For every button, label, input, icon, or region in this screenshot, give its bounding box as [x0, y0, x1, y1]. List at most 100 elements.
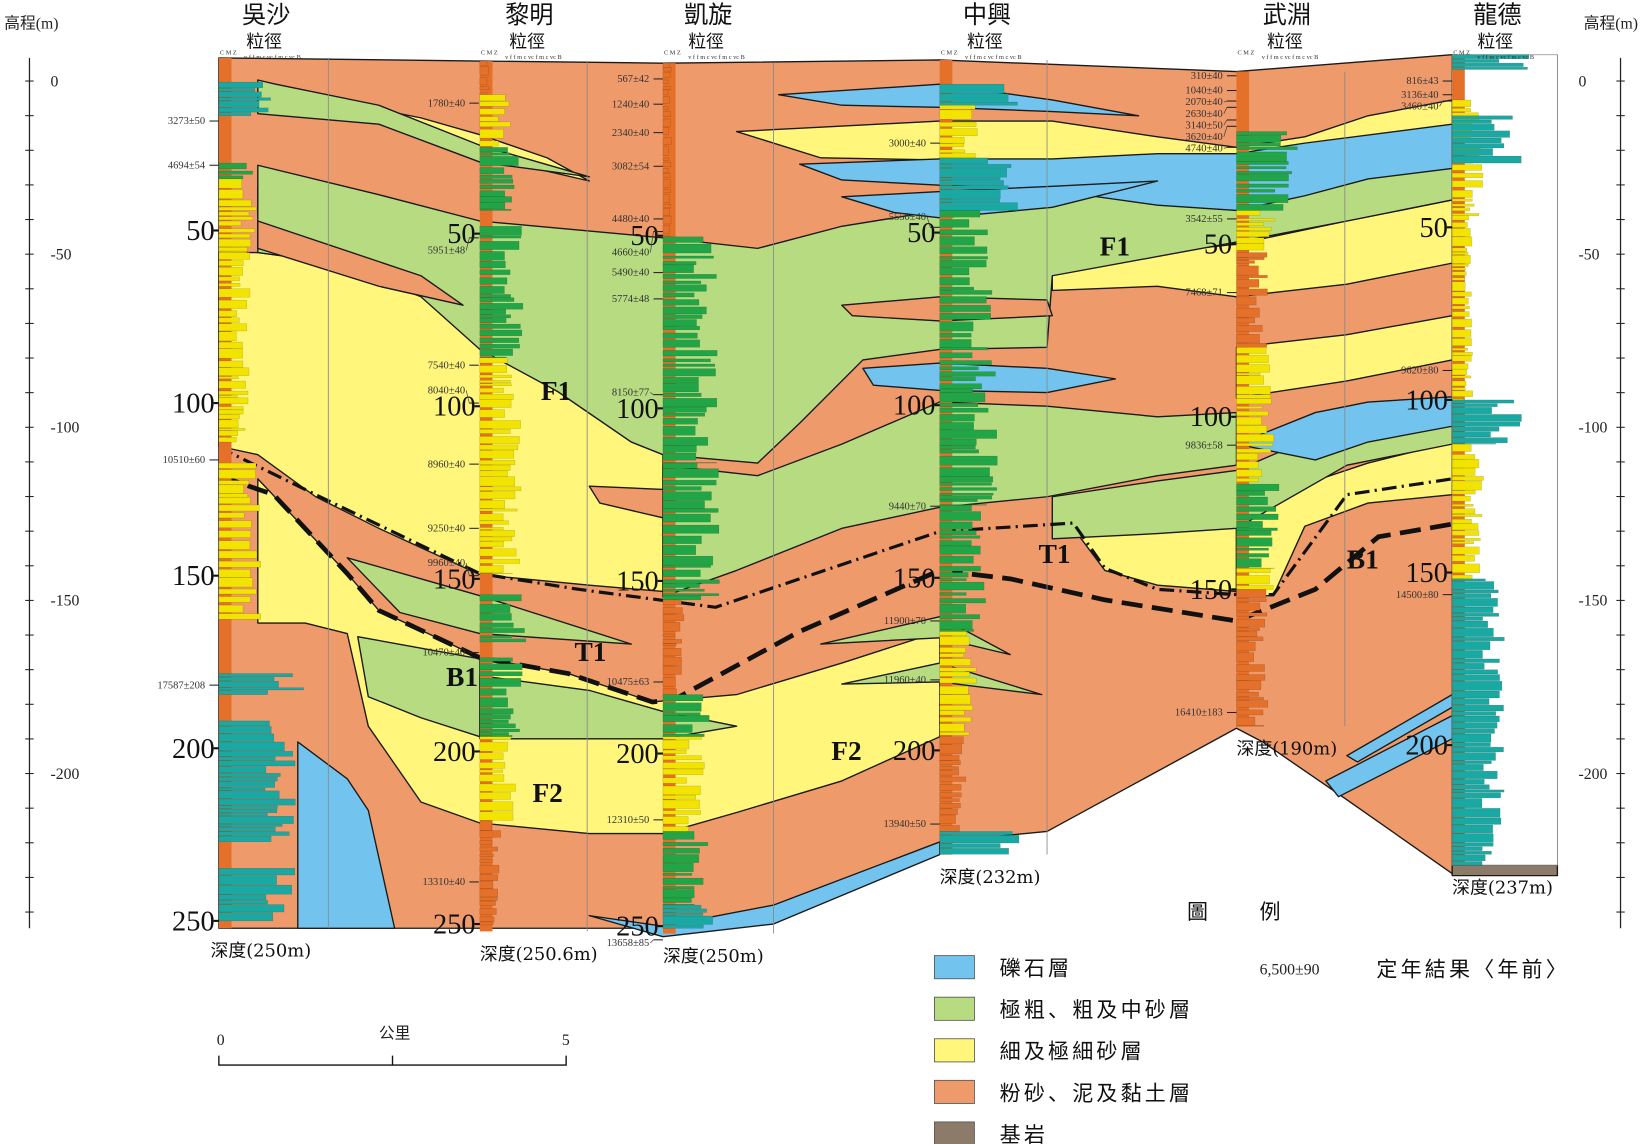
grain-size-bar [1451, 271, 1467, 276]
grain-size-bar [218, 276, 240, 282]
gravel-body [297, 741, 396, 929]
grain-size-bar [662, 462, 698, 469]
grain-size-bar [1451, 546, 1480, 555]
grain-size-bar [939, 647, 966, 653]
age-leader-line [1439, 100, 1444, 107]
grain-size-bar [1451, 399, 1515, 404]
grain-size-bar [218, 673, 293, 678]
grain-size-bar [218, 677, 275, 681]
grain-size-bar [939, 848, 1009, 855]
grain-size-bar [662, 535, 702, 544]
legend-label: 細及極細砂層 [1000, 1039, 1145, 1064]
grain-size-bar [218, 189, 244, 199]
grain-size-bar [662, 733, 705, 737]
grain-size-bar [939, 566, 981, 572]
grain-size-bar [479, 128, 504, 139]
grain-size-bar [1451, 380, 1467, 387]
grain-size-bar [218, 835, 272, 842]
grain-size-bar [939, 83, 1005, 94]
grain-size-bar [479, 638, 527, 643]
grain-size-bar [939, 476, 994, 483]
grain-size-bar [1236, 506, 1277, 512]
grain-size-bar [939, 802, 961, 809]
grain-size-bar [939, 667, 977, 672]
grain-size-bar [939, 157, 989, 164]
scale-codes: C M Z [1238, 50, 1255, 57]
grain-size-bar [1236, 652, 1255, 662]
grain-size-bar [479, 736, 512, 740]
total-depth-label: 深度(250.6m) [480, 944, 598, 965]
grain-size-bar [479, 613, 512, 621]
grain-size-bar [1451, 746, 1504, 753]
grain-size-bar [218, 376, 239, 380]
age-label: 3082±54 [612, 161, 650, 172]
grain-codes: v f f m c vc f m c vc B [1262, 54, 1319, 61]
grain-size-bar [1236, 166, 1287, 170]
grain-size-bar [662, 545, 696, 555]
grain-size-bar [218, 687, 304, 691]
grain-size-bar [662, 189, 672, 193]
grain-size-bar [662, 826, 689, 832]
grain-size-bar [662, 157, 670, 161]
grain-size-bar [939, 177, 1001, 181]
grain-size-bar [218, 484, 244, 494]
grain-size-bar [1451, 363, 1469, 370]
elevation-axes: 高程(m) 高程(m) 0-50-100-150-2000-50-100-150… [4, 14, 1638, 929]
grain-size-bar [1451, 589, 1499, 594]
grain-size-bar [1236, 317, 1256, 324]
grain-size-heading: 粒徑 [688, 31, 724, 52]
legend-swatch-coarse_sand [934, 996, 975, 1021]
grain-size-bar [1451, 407, 1492, 415]
grain-size-bar [939, 402, 979, 407]
depth-label: 200 [1405, 731, 1448, 762]
grain-size-bar [218, 798, 296, 806]
grain-size-bar [662, 418, 698, 425]
grain-size-bar [1451, 311, 1470, 317]
grain-size-bar [662, 688, 677, 695]
grain-size-bar [662, 749, 687, 754]
grain-size-bar [479, 202, 506, 210]
age-label: 10475±63 [607, 677, 650, 688]
grain-size-bar [662, 513, 711, 523]
grain-size-bar [479, 174, 513, 179]
grain-size-bar [1451, 578, 1486, 582]
grain-size-bar [1236, 700, 1269, 708]
grain-size-bar [218, 367, 250, 376]
grain-size-bar [662, 274, 717, 279]
grain-size-bar [1236, 334, 1260, 344]
grain-size-bar [939, 653, 964, 658]
grain-size-bar [939, 694, 971, 705]
grain-size-bar [1451, 680, 1503, 691]
grain-size-bar [662, 715, 710, 722]
grain-size-bar [1236, 135, 1282, 143]
grain-size-bar [479, 383, 512, 387]
grain-size-bar [218, 875, 277, 885]
grain-size-bar [662, 261, 697, 266]
grain-size-bar [1236, 553, 1270, 558]
grain-size-bar [479, 635, 513, 639]
unit-label-f2: F2 [831, 736, 861, 766]
grain-size-bar [1236, 210, 1261, 216]
grain-size-bar [1451, 616, 1483, 621]
grain-size-heading: 粒徑 [1267, 31, 1303, 52]
grain-size-bar [1451, 846, 1483, 851]
legend: 圖 例 6,500±90 定年結果〈年前〉 礫石層極粗、粗及中砂層細及極細砂層粉… [934, 899, 1567, 1144]
grain-size-bar [662, 264, 694, 274]
grain-size-bar [939, 467, 990, 477]
grain-size-bar [662, 319, 697, 327]
grain-size-bar [662, 633, 676, 637]
grain-size-bar [939, 256, 988, 260]
grain-size-bar [939, 246, 988, 254]
grain-size-bar [939, 798, 960, 802]
grain-size-bar [218, 206, 257, 211]
grain-size-bar [939, 360, 992, 366]
grain-size-bar [1451, 137, 1502, 144]
grain-size-bar [479, 348, 513, 356]
column-name: 黎明 [505, 1, 553, 29]
age-leader-line [1223, 146, 1228, 149]
grain-size-bar [218, 360, 244, 368]
grain-size-bar [1451, 733, 1492, 743]
grain-size-bar [218, 826, 276, 832]
grain-size-bar [1451, 581, 1495, 590]
